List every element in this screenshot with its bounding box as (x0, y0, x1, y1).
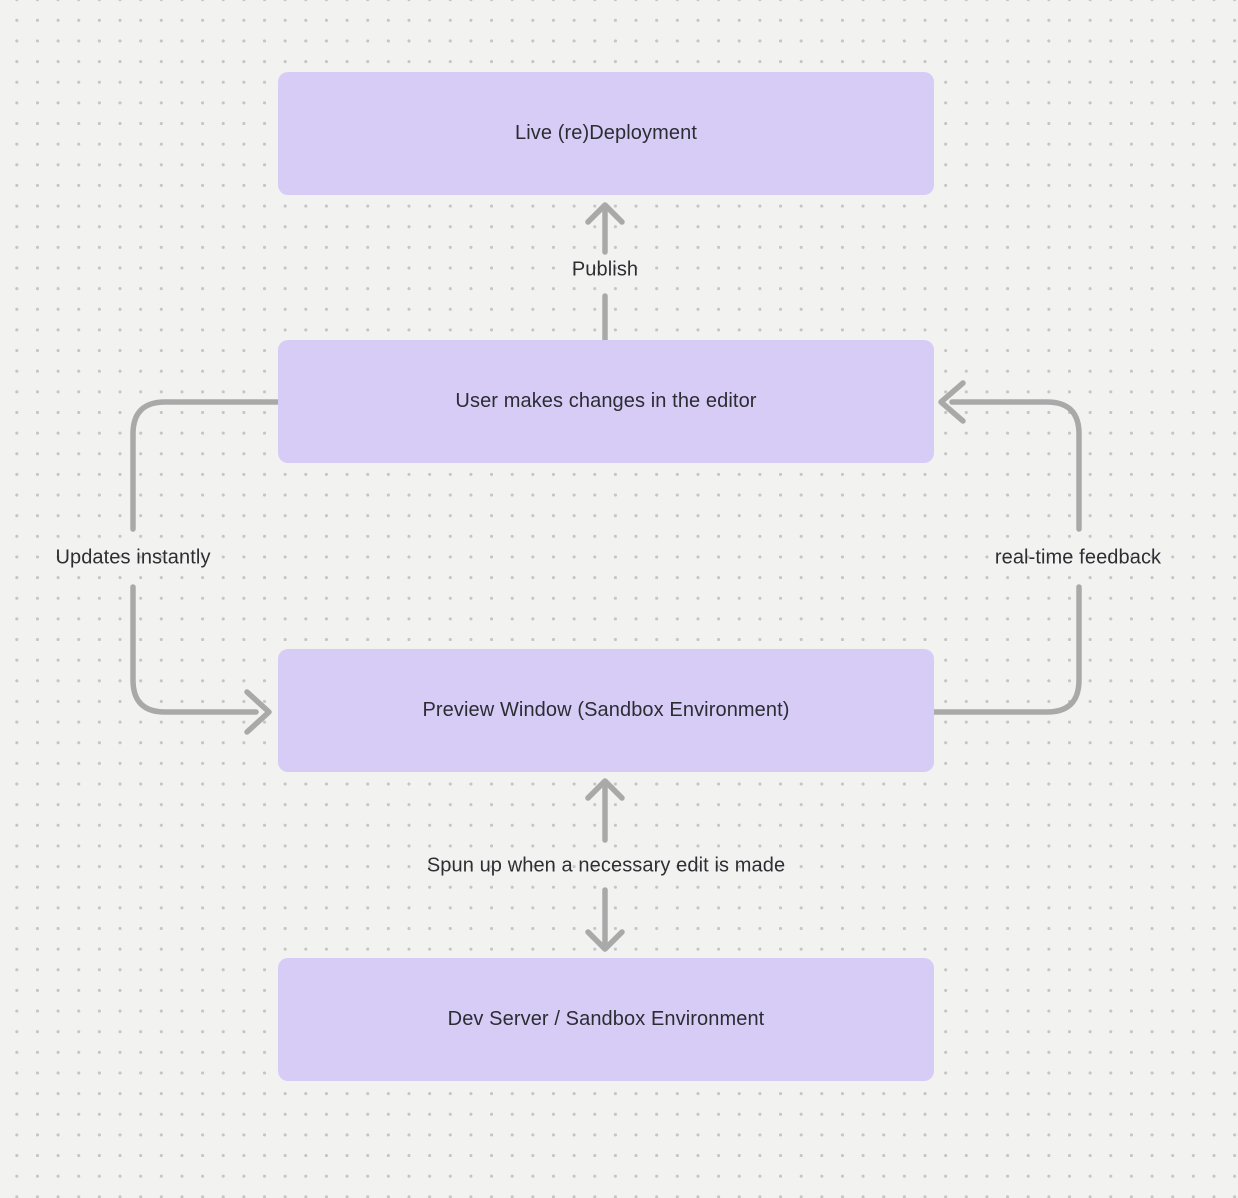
edge-spun-up-arrow (585, 778, 625, 952)
node-label: Dev Server / Sandbox Environment (447, 1008, 765, 1030)
node-label: User makes changes in the editor (455, 390, 757, 412)
arrowhead-down-icon (585, 929, 625, 952)
edge-publish-arrow (585, 202, 625, 344)
edge-realtime-feedback-arrow (931, 380, 1082, 715)
edge-label-publish: Publish (571, 258, 639, 281)
edge-label-updates-instantly: Updates instantly (55, 546, 211, 569)
edge-updates-instantly-arrow (130, 399, 281, 735)
node-live-deployment[interactable]: Live (re)Deployment (278, 72, 934, 195)
node-editor[interactable]: User makes changes in the editor (278, 340, 934, 463)
arrow-segment (949, 399, 1082, 532)
edge-label-spun-up: Spun up when a necessary edit is made (426, 854, 786, 877)
arrow-segment (130, 584, 259, 715)
node-label: Preview Window (Sandbox Environment) (422, 699, 790, 721)
arrowhead-right-icon (244, 689, 272, 735)
arrow-segment (130, 399, 281, 532)
arrowhead-left-icon (938, 380, 966, 424)
arrowhead-up-icon (585, 778, 625, 801)
node-dev-server[interactable]: Dev Server / Sandbox Environment (278, 958, 934, 1081)
node-preview-window[interactable]: Preview Window (Sandbox Environment) (278, 649, 934, 772)
node-label: Live (re)Deployment (515, 122, 697, 144)
arrow-segment (931, 584, 1082, 715)
edge-label-realtime-feedback: real-time feedback (994, 546, 1162, 569)
arrowhead-up-icon (585, 202, 625, 225)
